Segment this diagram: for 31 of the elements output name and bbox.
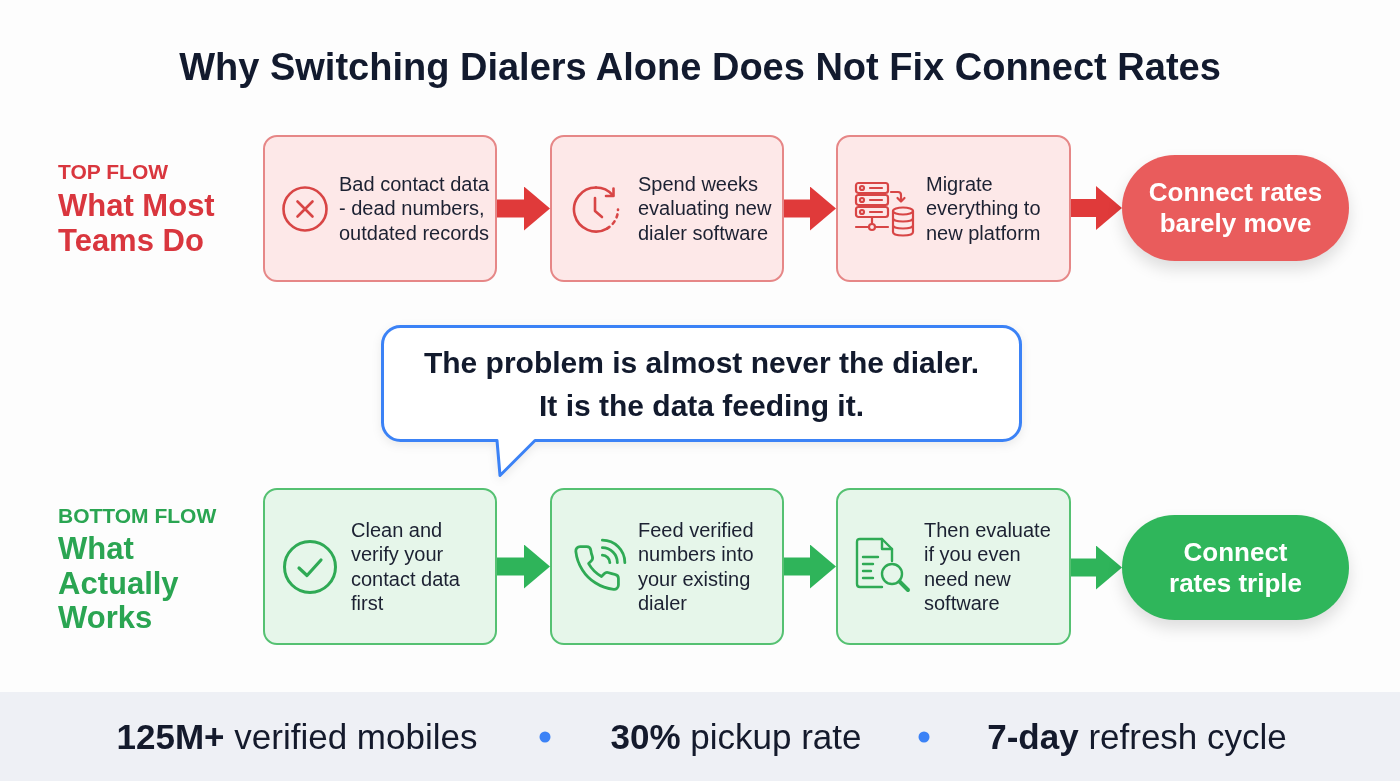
arrow bbox=[497, 186, 550, 231]
callout-text: The problem is almost never the dialer. It is the data feeding it. bbox=[422, 344, 981, 424]
flow-tag: BOTTOM FLOW bbox=[58, 504, 217, 528]
step-text: Clean and verify your contact data first bbox=[351, 517, 461, 616]
flow-heading: What Most Teams Do bbox=[58, 189, 216, 258]
flow-tag: TOP FLOW bbox=[58, 160, 169, 184]
process-box bbox=[836, 135, 1071, 282]
stat-text: 30% pickup rate bbox=[610, 716, 862, 757]
stat-text: 125M+ verified mobiles bbox=[116, 716, 478, 757]
process-box bbox=[550, 135, 784, 282]
arrow bbox=[784, 544, 836, 589]
flow-heading: What Actually Works bbox=[58, 532, 180, 636]
process-box bbox=[550, 488, 784, 645]
step-text: Then evaluate if you even need new software bbox=[924, 517, 1052, 616]
step-text: Spend weeks evaluating new dialer software bbox=[638, 171, 773, 246]
process-box bbox=[263, 488, 497, 645]
title: Why Switching Dialers Alone Does Not Fix Connect Rates bbox=[178, 45, 1222, 90]
arrow bbox=[1071, 186, 1122, 230]
step-text: Bad contact data - dead numbers, outdated records bbox=[339, 171, 491, 246]
arrow bbox=[1071, 545, 1122, 590]
outcome-text: Connect rates barely move bbox=[1147, 177, 1324, 239]
stat-text: 7-day refresh cycle bbox=[987, 716, 1287, 757]
outcome-text: Connect rates triple bbox=[1168, 536, 1303, 599]
arrow bbox=[497, 544, 550, 589]
stats-band bbox=[0, 692, 1400, 781]
step-text: Feed verified numbers into your existing dialer bbox=[638, 517, 755, 616]
process-box bbox=[836, 488, 1071, 645]
step-text: Migrate everything to new platform bbox=[926, 171, 1042, 246]
process-box bbox=[263, 135, 497, 282]
speech-bubble bbox=[381, 325, 1022, 477]
arrow bbox=[784, 186, 836, 231]
